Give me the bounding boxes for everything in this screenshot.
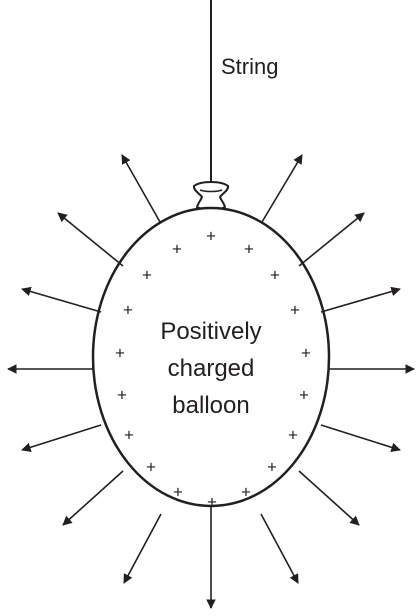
- field-arrow: [124, 514, 161, 583]
- positive-charge: +: [244, 239, 254, 258]
- positive-charge: +: [206, 226, 216, 245]
- balloon-label-line2: charged: [168, 355, 255, 382]
- positive-charge: +: [290, 300, 300, 319]
- balloon-label-line1: Positively: [160, 318, 261, 345]
- positive-charge: +: [288, 425, 298, 444]
- field-arrow: [63, 471, 123, 525]
- field-arrow: [262, 155, 302, 222]
- positive-charge: +: [299, 385, 309, 404]
- positive-charge: +: [241, 482, 251, 501]
- positive-charge: +: [117, 385, 127, 404]
- field-arrow: [321, 289, 400, 312]
- positive-charge: +: [173, 482, 183, 501]
- positive-charge: +: [207, 492, 217, 511]
- positive-charge: +: [267, 457, 277, 476]
- balloon-knot: [194, 182, 228, 210]
- field-arrow: [299, 471, 359, 525]
- positive-charge: +: [270, 265, 280, 284]
- string-label: String: [221, 54, 278, 79]
- balloon-label-line3: balloon: [172, 392, 249, 419]
- field-arrow: [122, 155, 160, 222]
- field-arrow: [261, 514, 298, 583]
- positive-charge: +: [172, 239, 182, 258]
- positive-charge: +: [123, 300, 133, 319]
- positive-charge: +: [115, 343, 125, 362]
- positive-charge: +: [124, 425, 134, 444]
- positive-charge: +: [146, 457, 156, 476]
- field-arrow: [299, 213, 364, 266]
- field-arrow: [22, 289, 101, 312]
- field-arrow: [58, 213, 123, 266]
- positive-charge: +: [301, 343, 311, 362]
- positive-charge: +: [142, 265, 152, 284]
- field-arrow: [321, 425, 400, 450]
- field-arrow: [22, 425, 101, 450]
